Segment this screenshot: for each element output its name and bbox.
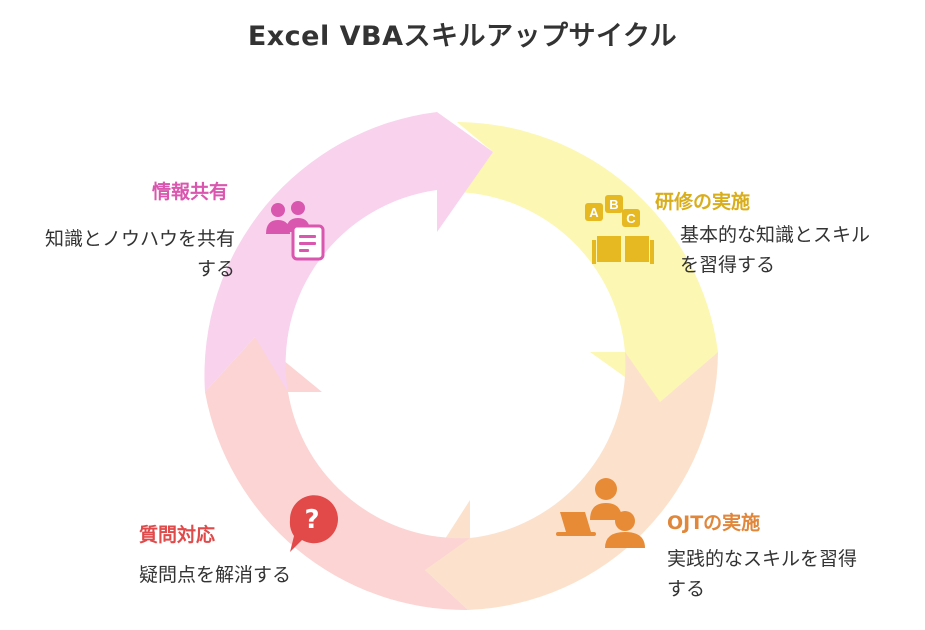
qa-description: 疑問点を解消する [139,560,291,590]
training-desc-line: を習得する [680,254,776,276]
svg-text:B: B [609,197,618,212]
ojt-description: 実践的なスキルを習得 する [667,544,857,604]
abc-book-icon: A B C [585,195,654,264]
qa-label: 質問対応 [139,524,216,546]
ojt-desc-line: する [667,578,706,600]
ojt-label: OJTの実施 [667,512,761,534]
share-description: 知識とノウハウを共有 する [20,224,235,284]
share-desc-line: 知識とノウハウを共有 [44,228,235,250]
share-desc-line: する [196,258,235,280]
people-document-icon [266,201,325,261]
share-label: 情報共有 [152,181,229,203]
training-description: 基本的な知識とスキル を習得する [680,220,870,280]
qa-arrow [205,337,470,611]
svg-text:A: A [589,205,599,220]
training-arrow [457,122,718,402]
training-desc-line: 基本的な知識とスキル [680,224,871,246]
training-label: 研修の実施 [655,191,751,213]
ojt-desc-line: 実践的なスキルを習得 [667,548,858,570]
svg-text:?: ? [304,505,319,535]
share-arrow [204,112,493,392]
qa-desc-line: 疑問点を解消する [139,564,292,586]
question-bubble-icon: ? [289,495,338,552]
teacher-laptop-icon [556,478,645,548]
svg-text:C: C [626,211,636,226]
ojt-arrow [425,352,718,610]
diagram-title: Excel VBAスキルアップサイクル [247,21,678,52]
